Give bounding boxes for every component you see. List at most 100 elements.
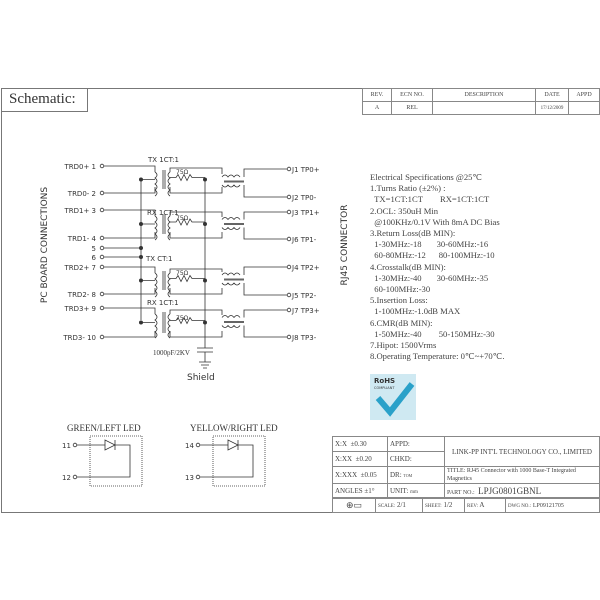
transformer-label: RX 1CT:1	[147, 209, 179, 217]
resistor	[141, 173, 205, 182]
chkd-field: CHKD:	[387, 451, 445, 467]
wire	[243, 211, 287, 240]
spec-line: 60-80MHz:-12 80-100MHz:-10	[370, 250, 495, 261]
spec-line: Electrical Specifications @25℃	[370, 172, 483, 182]
wire	[104, 165, 156, 194]
rohs-logo: RoHS COMPLIANT	[370, 374, 416, 420]
pin-terminal	[99, 291, 105, 297]
transformer-winding	[154, 171, 158, 197]
wire	[243, 266, 287, 296]
spec-line: 3.Return Loss(dB MIN):	[370, 228, 456, 239]
transformer-winding	[167, 272, 171, 298]
transformer-winding	[154, 313, 158, 339]
led-box	[89, 435, 143, 487]
pin-terminal	[286, 166, 292, 172]
rohs-text: RoHS	[374, 377, 395, 385]
led-pin-terminal	[72, 442, 78, 448]
left-pin-label: TRD0+ 1	[63, 163, 96, 171]
pin-terminal	[286, 236, 292, 242]
company-name: LINK-PP INT'L TECHNOLOGY CO., LIMITED	[444, 436, 600, 467]
spec-line: 1-100MHz:-1.0dB MAX	[370, 306, 461, 317]
led-pin: 14	[185, 442, 194, 450]
pin-terminal	[99, 190, 105, 196]
transformer-core	[162, 170, 166, 189]
transformer-winding	[167, 215, 171, 241]
wire	[169, 268, 223, 295]
spec-line: 4.Crosstalk(dB MIN):	[370, 261, 446, 272]
transformer-label: TX 1CT:1	[147, 156, 179, 164]
right-pin-label: J7 TP3+	[291, 307, 320, 315]
right-pin-label: J6 TP1-	[291, 236, 317, 244]
resistor	[141, 274, 205, 283]
junction	[138, 320, 143, 325]
right-pin-label: J2 TP0-	[291, 194, 317, 202]
tol-xxx: X:XXX ±0.05	[332, 466, 388, 484]
left-pin-label: TRD0- 2	[67, 190, 96, 198]
pin-terminal	[99, 254, 105, 260]
pin-terminal	[99, 207, 105, 213]
transformer-core	[162, 312, 166, 333]
resistor	[141, 218, 205, 226]
transformer-core	[162, 214, 166, 234]
wire	[169, 211, 223, 239]
led-diode-icon	[77, 439, 131, 478]
left-pin-label: TRD3- 10	[62, 334, 96, 342]
left-pin-label: TRD3+ 9	[63, 305, 96, 313]
spec-line: 1-30MHz:-18 30-60MHz:-16	[370, 239, 489, 250]
wire	[104, 307, 156, 338]
spec-line: 6.CMR(dB MIN):	[370, 317, 433, 328]
led-pin-terminal	[72, 474, 78, 480]
tol-x: X:X ±0.30	[332, 436, 388, 452]
pin-terminal	[99, 245, 105, 251]
common-mode-choke	[221, 272, 244, 286]
spec-line: 8.Operating Temperature: 0℃~+70℃.	[370, 351, 505, 362]
left-pin-label: TRD1+ 3	[63, 207, 96, 215]
pin-terminal	[286, 307, 292, 313]
title-block-footer: ⊕▭ SCALE: 2/1 SHEET: 1/2 REV: A DWG NO.:…	[332, 497, 600, 513]
wire	[169, 309, 223, 338]
resistor-label: 75Ω	[176, 270, 189, 277]
rev-field: REV: A	[464, 497, 506, 513]
rohs-sub: COMPLIANT	[374, 386, 395, 390]
common-mode-choke	[221, 315, 244, 328]
pin-terminal	[286, 264, 292, 270]
led-pin-terminal	[195, 474, 201, 480]
resistor-label: 75Ω	[176, 169, 189, 176]
page-title: Schematic:	[1, 88, 88, 112]
wire	[104, 266, 156, 295]
junction	[138, 245, 143, 250]
revision-table: REV. ECN NO. DESCRIPTION DATE APPD A REL…	[362, 88, 600, 115]
left-pin-label: 6	[92, 254, 97, 262]
spec-line: 5.Insertion Loss:	[370, 295, 428, 306]
pin-terminal	[99, 305, 105, 311]
left-pin-label: 5	[92, 245, 96, 253]
transformer-winding	[154, 272, 158, 298]
resistor-label: 75Ω	[176, 215, 189, 222]
pin-terminal	[286, 334, 292, 340]
resistor	[141, 316, 205, 325]
wire	[169, 167, 223, 194]
appd-cell	[568, 101, 600, 115]
table-row: A REL 17/12/2009	[362, 101, 600, 115]
projection-symbol-icon: ⊕▭	[332, 497, 376, 513]
led-pin: 13	[185, 474, 194, 482]
pin-terminal	[99, 264, 105, 270]
transformer-core	[162, 271, 166, 290]
part-number: PART NO.: LPJG0801GBNL	[444, 483, 600, 499]
pin-terminal	[99, 334, 105, 340]
drawing-title: TITLE: RJ45 Connector with 1000 Base-T I…	[444, 466, 600, 484]
spec-line: 1.Turns Ratio (±2%) :	[370, 183, 446, 194]
left-pin-label: TRD2- 8	[67, 291, 96, 299]
spec-line: 7.Hipot: 1500Vrms	[370, 340, 437, 351]
wire	[243, 309, 287, 338]
pin-terminal	[286, 209, 292, 215]
spec-line: 2.OCL: 350uH Min	[370, 205, 439, 216]
dr-field: DR: TOM	[387, 466, 445, 484]
scale-field: SCALE: 2/1	[375, 497, 423, 513]
tol-xx: X:XX ±0.20	[332, 451, 388, 467]
appd-field: APPD:	[387, 436, 445, 452]
resistor-label: 75Ω	[176, 315, 189, 322]
